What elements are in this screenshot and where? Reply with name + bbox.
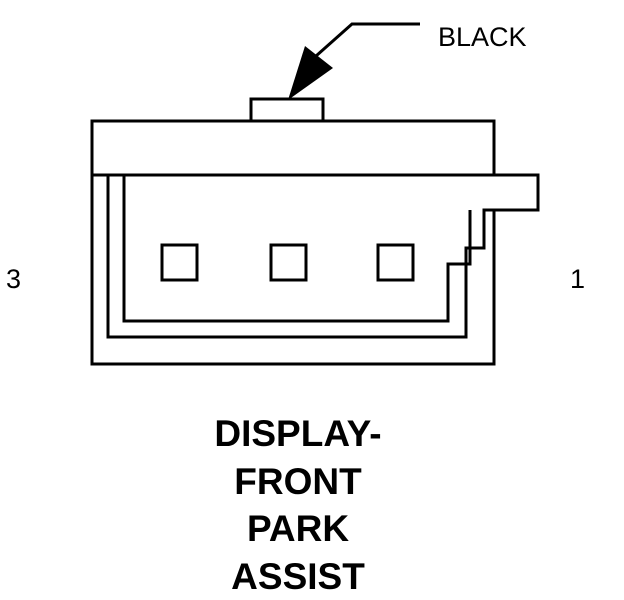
terminal-cavities [160,243,415,282]
connector-body [90,97,540,366]
connector-color-label: BLACK [438,22,527,52]
terminal-cavity-pin-3 [160,243,199,282]
pin-number-left: 3 [6,264,21,294]
connector-inner-cavity [122,175,472,323]
callout-pointer [288,22,420,100]
callout-leader-line [315,22,420,58]
terminal-cavity-pin-2 [269,243,308,282]
callout-arrowhead [288,46,333,100]
connector-mating-face [106,173,540,339]
connector-housing-lower [90,121,496,366]
pin-number-right: 1 [570,264,585,294]
terminal-cavity-pin-1 [376,243,415,282]
title-line-4: ASSIST [231,556,365,597]
title-line-3: PARK [247,508,349,549]
title-line-2: FRONT [234,461,362,502]
connector-outer-housing [90,119,496,177]
locking-tab [249,97,325,123]
title-line-1: DISPLAY- [214,413,381,454]
component-title: DISPLAY- FRONT PARK ASSIST [214,413,381,597]
